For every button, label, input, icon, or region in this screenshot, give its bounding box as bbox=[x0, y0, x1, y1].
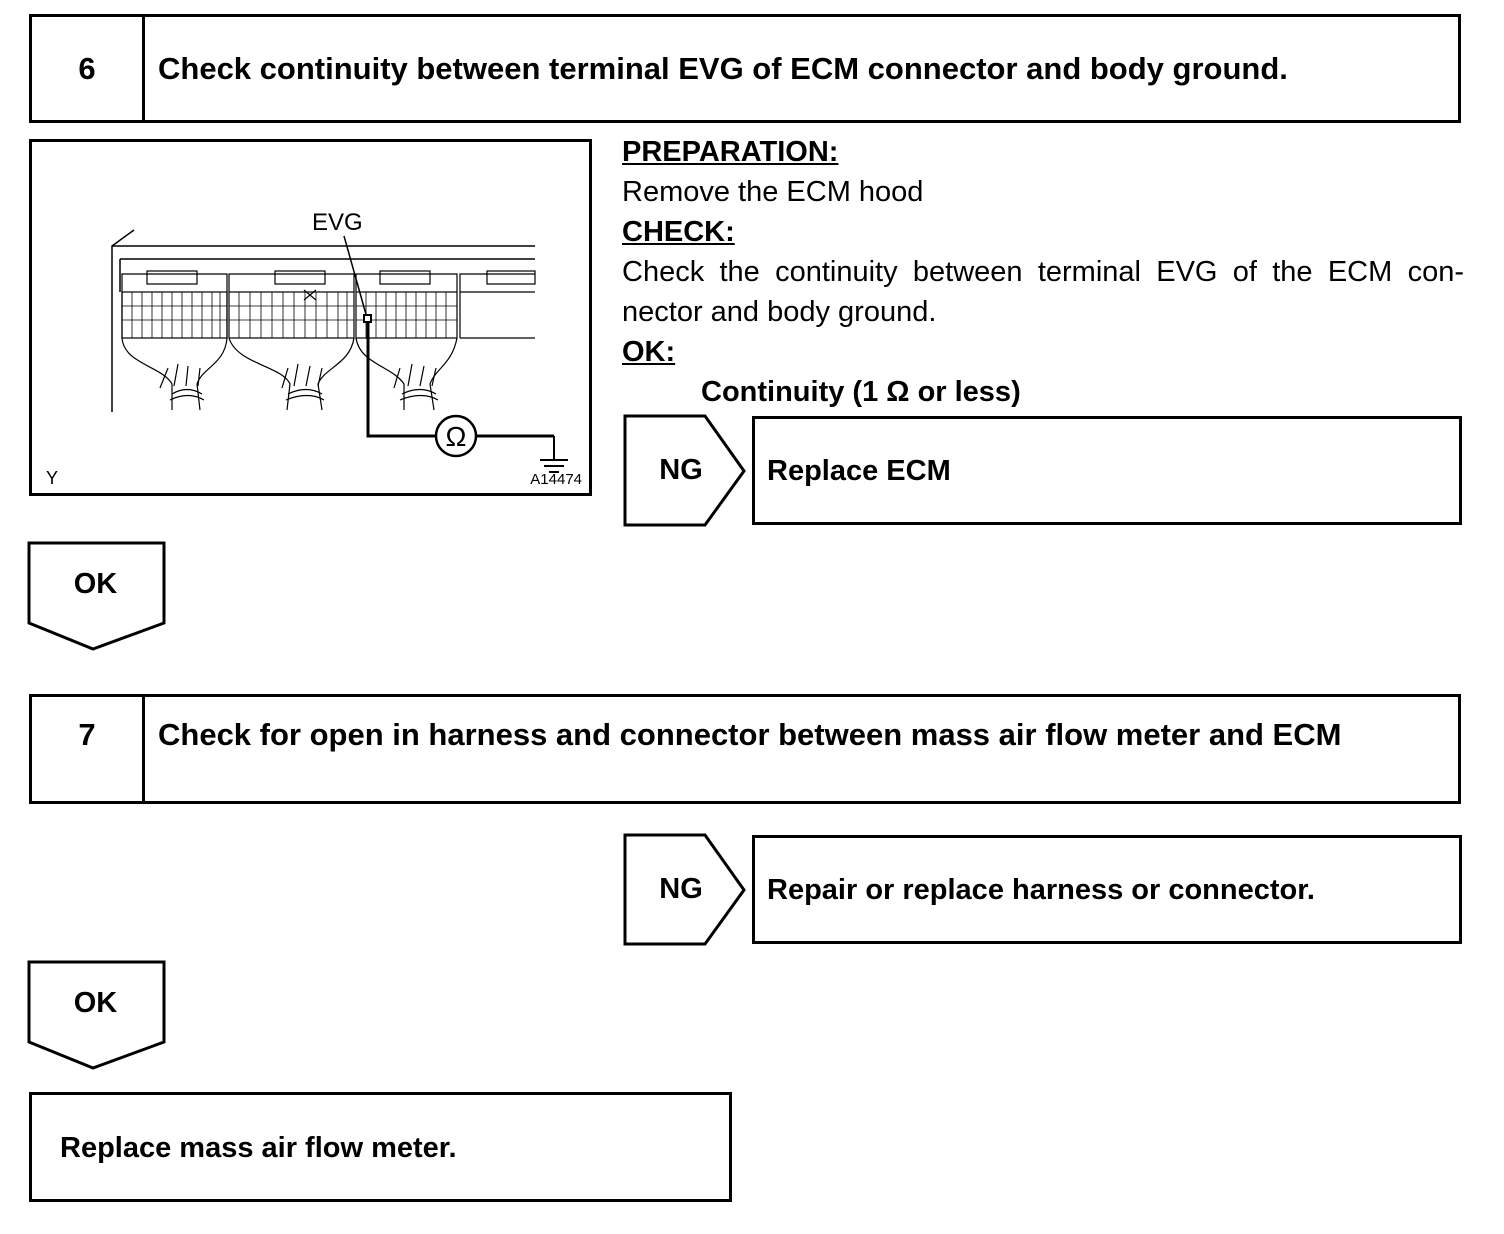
step-7-ok-label: OK bbox=[73, 987, 118, 1019]
step-6-ok-label: OK bbox=[73, 568, 118, 600]
step-6-ng-action: Replace ECM bbox=[767, 455, 951, 487]
figure-corner-label: Y bbox=[46, 468, 58, 488]
evg-terminal-label: EVG bbox=[312, 209, 363, 236]
ok-spec: Continuity (1 Ω or less) bbox=[701, 376, 1021, 408]
step-7-number-cell: 7 bbox=[32, 697, 145, 801]
step-7-ng-arrow bbox=[623, 833, 746, 946]
step-6-ng-arrow bbox=[623, 414, 746, 527]
step-7-ok-arrow bbox=[27, 960, 166, 1070]
step-7-number: 7 bbox=[78, 717, 96, 752]
ecm-connector-3 bbox=[355, 270, 458, 411]
connector-pin-grid bbox=[122, 292, 457, 338]
step-7-ng-label: NG bbox=[659, 873, 703, 905]
ohmmeter-icon: Ω bbox=[434, 414, 478, 458]
ok-heading: OK: bbox=[622, 336, 676, 368]
ecm-housing bbox=[111, 229, 535, 412]
ground-icon bbox=[540, 459, 568, 473]
final-action: Replace mass air flow meter. bbox=[60, 1132, 457, 1164]
step-6-ng-label: NG bbox=[659, 454, 703, 486]
ecm-connector-diagram: EVG Ω Y A14474 bbox=[46, 209, 582, 488]
evg-leader-line bbox=[343, 235, 368, 319]
tester-probe-wire bbox=[366, 322, 436, 438]
step-7-ng-action: Repair or replace harness or connector. bbox=[767, 874, 1315, 906]
step-6-title: Check continuity between terminal EVG of… bbox=[158, 51, 1288, 86]
step-7-ng-action-box: Repair or replace harness or connector. bbox=[752, 835, 1462, 944]
step-6-number: 6 bbox=[78, 51, 96, 86]
check-heading: CHECK: bbox=[622, 216, 735, 248]
ecm-connector-4 bbox=[459, 270, 536, 339]
check-text-line1: Check the continuity between terminal EV… bbox=[622, 256, 1464, 288]
final-action-box: Replace mass air flow meter. bbox=[29, 1092, 732, 1202]
step-6-ng-action-box: Replace ECM bbox=[752, 416, 1462, 525]
step-6-number-cell: 6 bbox=[32, 17, 145, 120]
step-7-title: Check for open in harness and connector … bbox=[158, 717, 1342, 752]
check-text-line2: nector and body ground. bbox=[622, 296, 937, 328]
ecm-connector-2 bbox=[228, 270, 355, 411]
preparation-heading: PREPARATION: bbox=[622, 136, 839, 168]
ecm-connector-figure: EVG Ω Y A14474 bbox=[29, 139, 592, 496]
evg-terminal-marker bbox=[363, 314, 372, 323]
figure-id: A14474 bbox=[530, 471, 582, 488]
step-6-ok-arrow bbox=[27, 541, 166, 651]
ecm-connector-1 bbox=[121, 270, 228, 411]
ohmmeter-symbol: Ω bbox=[446, 421, 467, 452]
step-6-header: 6 Check continuity between terminal EVG … bbox=[29, 14, 1461, 123]
preparation-text: Remove the ECM hood bbox=[622, 176, 924, 208]
step-7-header: 7 Check for open in harness and connecto… bbox=[29, 694, 1461, 804]
